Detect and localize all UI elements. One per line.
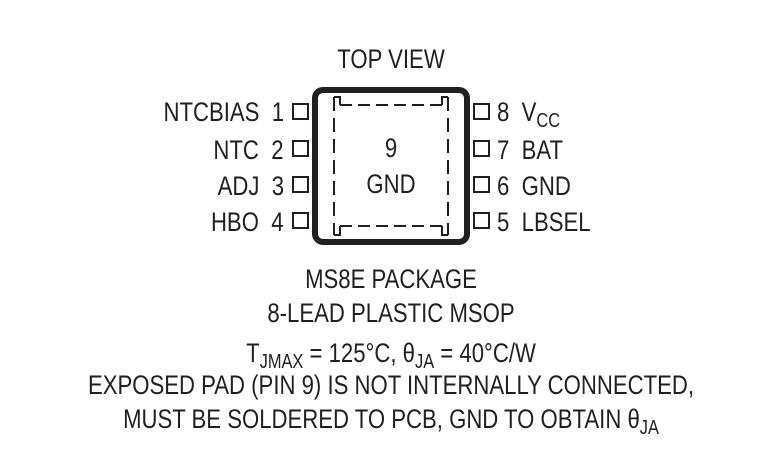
thermal-specs: TJMAX = 125°C, θJA = 40°C/W [70, 338, 711, 374]
package-body: 9 GND [312, 87, 470, 245]
pin-1-number: 1 [271, 97, 284, 127]
pin-7-name: BAT [521, 135, 564, 165]
note-line-2-text: MUST BE SOLDERED TO PCB, GND TO OBTAIN θ [123, 404, 640, 434]
pin-5-pad [473, 212, 490, 229]
pin-7-number: 7 [497, 135, 510, 165]
pin-5-number: 5 [497, 207, 510, 237]
pin-8-pad [473, 103, 490, 120]
pin-3-number: 3 [271, 171, 284, 201]
pin-5-label: 5 LBSEL [497, 207, 591, 238]
pin-1-pad [292, 103, 309, 120]
pin-6-name: GND [521, 171, 571, 201]
theta-subscript: JA [415, 351, 435, 373]
left-pin-labels: NTCBIAS 1 NTC 2 ADJ 3 HBO 4 [0, 0, 284, 472]
pin-3-label: ADJ 3 [218, 171, 284, 202]
pin-7-pad [473, 140, 490, 157]
note-line-2-subscript: JA [639, 417, 659, 439]
pin-6-label: 6 GND [497, 171, 571, 202]
pin-8-subscript: CC [536, 110, 561, 132]
right-pin-labels: 8 VCC 7 BAT 6 GND 5 LBSEL [497, 0, 782, 472]
exposed-pad-number: 9 [384, 133, 398, 163]
package-description: 8-LEAD PLASTIC MSOP [267, 298, 515, 328]
pin-7-label: 7 BAT [497, 135, 563, 166]
pin-2-pad [292, 140, 309, 157]
pin-8-label: 8 VCC [497, 97, 560, 133]
pin-4-number: 4 [271, 207, 284, 237]
pin-2-number: 2 [271, 135, 284, 165]
exposed-pad-name: GND [366, 169, 416, 199]
theta-value: = 40°C/W [434, 338, 536, 368]
pin-6-pad [473, 176, 490, 193]
exposed-pad-outline-icon [333, 96, 449, 236]
pin-3-pad [292, 176, 309, 193]
exposed-pad-note-line-2: MUST BE SOLDERED TO PCB, GND TO OBTAIN θ… [70, 404, 711, 440]
pin-4-pad [292, 212, 309, 229]
pin-2-label: NTC 2 [214, 135, 284, 166]
theta-symbol: θ [402, 338, 416, 368]
pin-1-label: NTCBIAS 1 [163, 97, 284, 128]
package-name: MS8E PACKAGE [305, 264, 477, 294]
exposed-pad-note-line-1: EXPOSED PAD (PIN 9) IS NOT INTERNALLY CO… [87, 370, 695, 400]
pin-8-name: V [521, 97, 537, 127]
view-title: TOP VIEW [337, 44, 445, 74]
tj-symbol: T [246, 338, 260, 368]
tj-value: = 125°C, [303, 338, 403, 368]
pin-6-number: 6 [497, 171, 510, 201]
pin-4-name: HBO [211, 207, 260, 237]
pin-1-name: NTCBIAS [163, 97, 260, 127]
tj-subscript: JMAX [259, 351, 304, 373]
pin-2-name: NTC [213, 135, 260, 165]
pin-8-number: 8 [497, 97, 510, 127]
pin-5-name: LBSEL [521, 207, 591, 237]
pin-3-name: ADJ [217, 171, 260, 201]
pin-4-label: HBO 4 [211, 207, 284, 238]
